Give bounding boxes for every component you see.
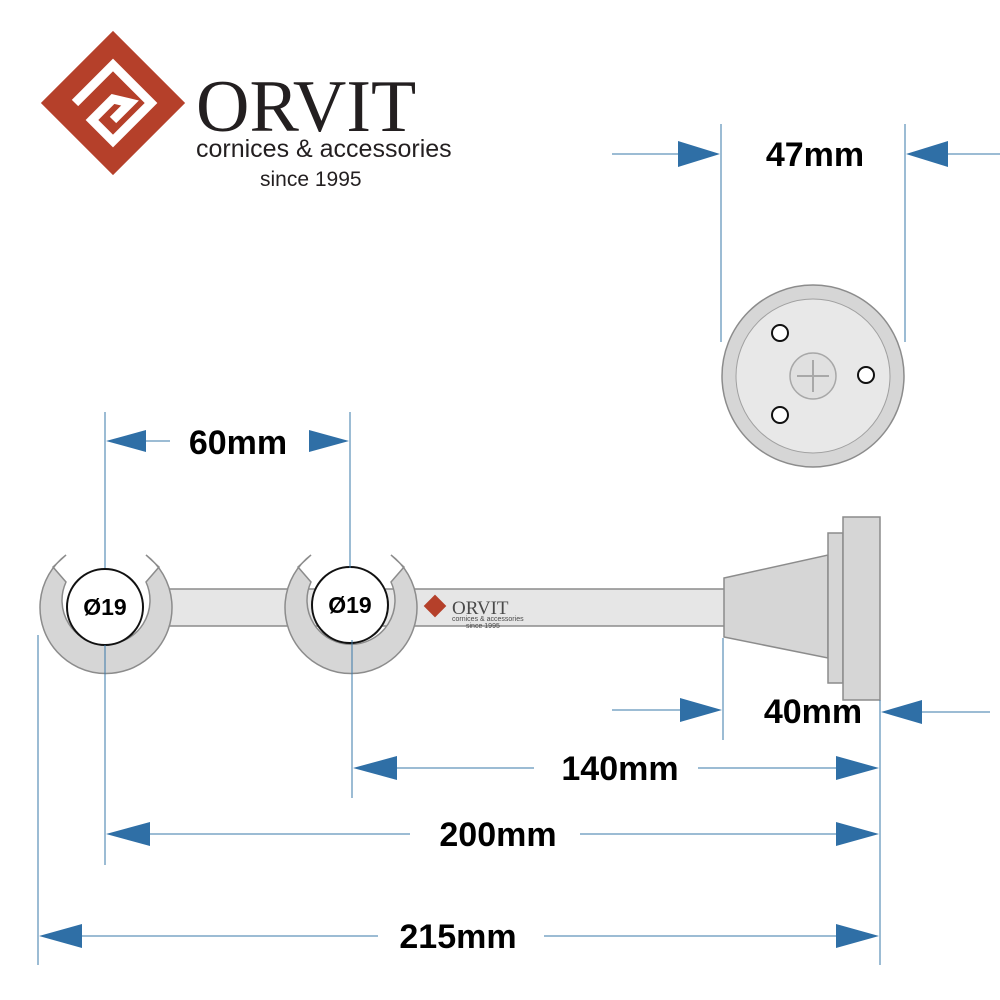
label-plate-depth: 40mm (764, 693, 862, 731)
arrow-left-icon (106, 430, 146, 452)
brand-tagline: cornices & accessories (196, 135, 452, 163)
brand-name: ORVIT (196, 66, 416, 148)
plate-spacer (827, 532, 844, 684)
ring-1-diameter: Ø19 (83, 594, 126, 620)
arrow-left-icon (106, 822, 150, 846)
label-ring-spacing: 60mm (189, 424, 287, 462)
screw-hole-top (771, 324, 789, 342)
label-first-ring-to-wall: 200mm (439, 816, 556, 854)
ring-holder-2-shape (284, 554, 418, 675)
dimension-first-ring-to-wall: 200mm (104, 645, 879, 865)
label-plate-diameter: 47mm (766, 136, 864, 174)
logo-spiral-icon (71, 58, 158, 148)
arrow-right-icon (678, 141, 720, 167)
label-ring-to-wall: 140mm (561, 750, 678, 788)
mini-logo-diamond (423, 594, 447, 618)
arrow-left-icon (906, 141, 948, 167)
arrow-left-icon (39, 924, 82, 948)
arrow-right-icon (309, 430, 349, 452)
arrow-left-icon (353, 756, 397, 780)
wall-plate-side (842, 516, 881, 701)
bracket-cone (723, 554, 829, 659)
dimension-overall-length: 215mm (37, 635, 879, 965)
ring-2-diameter: Ø19 (328, 592, 371, 618)
ring-holder-1: Ø19 (39, 554, 173, 675)
screw-hole-right (857, 366, 875, 384)
arrow-left-icon (881, 700, 922, 724)
arrow-right-icon (836, 924, 879, 948)
brand-since: since 1995 (260, 168, 362, 191)
screw-hole-bottom (771, 406, 789, 424)
mini-brand-since: since 1995 (466, 623, 500, 630)
dimension-plate-diameter: 47mm (612, 124, 1000, 342)
ring-holder-2: Ø19 (284, 554, 418, 675)
dimension-ring-spacing: 60mm (104, 412, 351, 568)
arrow-right-icon (836, 756, 879, 780)
arrow-right-icon (836, 822, 879, 846)
brand-logo: ORVIT cornices & accessories since 1995 (40, 30, 452, 191)
wall-plate-front-view (721, 284, 905, 468)
dimension-ring-to-wall: 140mm (351, 640, 879, 798)
arrow-right-icon (680, 698, 722, 722)
bracket-side-view: Ø19 Ø19 ORVIT cornices & accessories sin… (39, 516, 881, 701)
mini-brand-tagline: cornices & accessories (452, 616, 524, 623)
dimension-plate-depth: 40mm (612, 638, 990, 740)
mini-brand-name: ORVIT (452, 598, 509, 619)
rod-mini-logo: ORVIT cornices & accessories since 1995 (423, 594, 524, 630)
label-overall-length: 215mm (399, 918, 516, 956)
